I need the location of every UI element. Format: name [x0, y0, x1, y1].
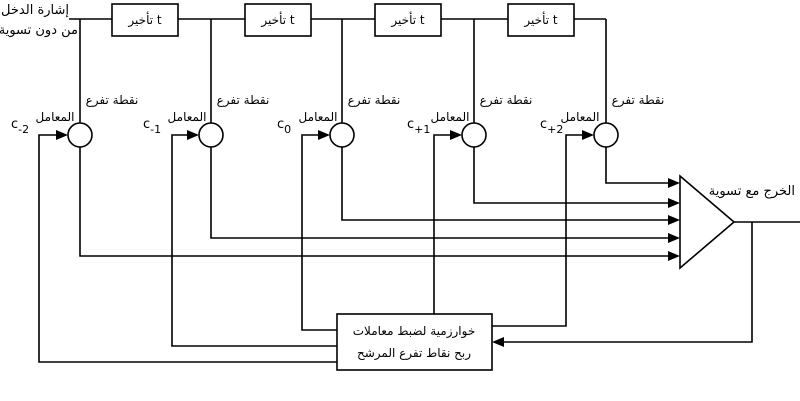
control-line: [171, 134, 337, 347]
arrow-head: [668, 233, 680, 243]
control-line: [38, 134, 337, 363]
delay-block: تأخير t: [374, 3, 442, 37]
multiplier-circle: [329, 122, 355, 148]
arrow-head: [492, 337, 504, 347]
multiplier-circle: [461, 122, 487, 148]
arrow-head: [56, 130, 68, 140]
tap-label: نقطة تفرع: [612, 93, 665, 108]
tap-label: نقطة تفرع: [348, 93, 401, 108]
coef-label: المعامل: [431, 110, 470, 124]
sum-line: [605, 147, 672, 184]
multiplier-circle: [593, 122, 619, 148]
arrow-head: [187, 130, 199, 140]
arrow-head: [450, 130, 462, 140]
coef-symbol: c-2: [11, 117, 29, 136]
feedback-line: [502, 222, 753, 343]
algorithm-label-line2: ربح نقاط تفرع المرشح: [357, 346, 471, 361]
arrow-head: [668, 251, 680, 261]
coef-label: المعامل: [299, 110, 338, 124]
sum-line: [341, 147, 672, 221]
control-line: [301, 134, 337, 331]
arrow-head: [668, 215, 680, 225]
coef-symbol: c+1: [407, 117, 430, 136]
coef-symbol: c+2: [540, 117, 563, 136]
delay-block: تأخير t: [111, 3, 179, 37]
tap-label: نقطة تفرع: [217, 93, 270, 108]
coef-label: المعامل: [168, 110, 207, 124]
delay-label: تأخير t: [390, 11, 424, 28]
output-label: الخرج مع تسوية: [709, 184, 795, 199]
arrow-head: [668, 178, 680, 188]
multiplier-circle: [198, 122, 224, 148]
algorithm-box: خوارزمية لضبط معاملات ربح نقاط تفرع المر…: [336, 313, 493, 371]
arrow-head: [668, 198, 680, 208]
delay-label: تأخير t: [260, 11, 294, 28]
arrow-head: [582, 130, 594, 140]
sum-line: [210, 147, 672, 239]
coef-label: المعامل: [561, 110, 600, 124]
delay-label: تأخير t: [127, 11, 161, 28]
coef-label: المعامل: [36, 110, 75, 124]
tap-label: نقطة تفرع: [480, 93, 533, 108]
coef-symbol: c0: [277, 117, 291, 136]
input-label-line2: من دون تسوية: [0, 23, 78, 38]
coef-symbol: c-1: [143, 117, 161, 136]
delay-label: تأخير t: [523, 11, 557, 28]
multiplier-circle: [67, 122, 93, 148]
delay-block: تأخير t: [507, 3, 575, 37]
control-line: [433, 134, 454, 314]
summer-triangle: [679, 174, 736, 270]
sum-line: [79, 147, 672, 257]
input-label-line1: إشارة الدخل: [1, 3, 69, 18]
tap-label: نقطة تفرع: [86, 93, 139, 108]
arrow-head: [318, 130, 330, 140]
control-line: [492, 134, 586, 327]
delay-block: تأخير t: [244, 3, 312, 37]
algorithm-label-line1: خوارزمية لضبط معاملات: [353, 324, 475, 339]
sum-line: [473, 147, 672, 204]
